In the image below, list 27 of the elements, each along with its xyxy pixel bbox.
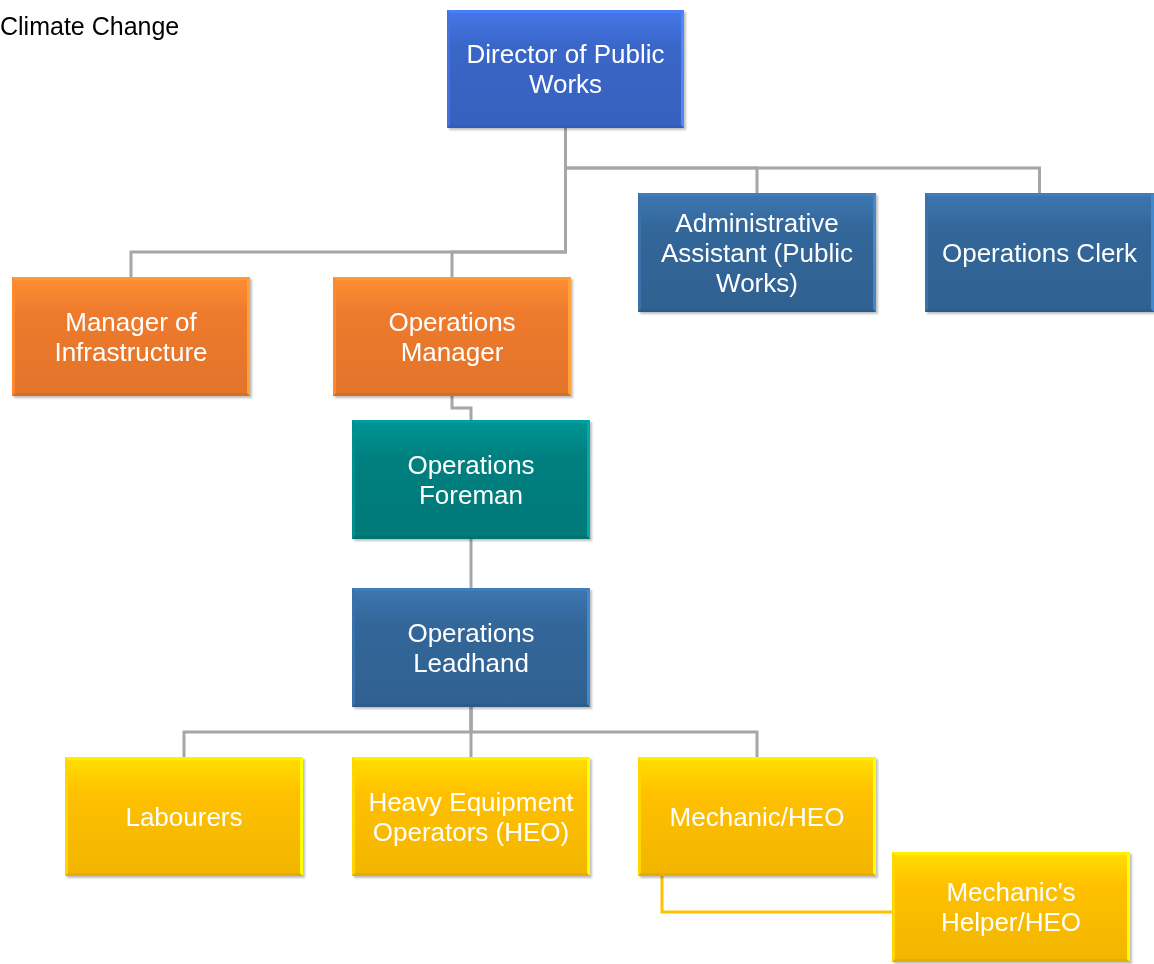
role-box <box>352 588 590 707</box>
role-title: Manager of Infrastructure <box>53 306 209 367</box>
role-title: Operations Clerk <box>941 237 1138 268</box>
connector-line <box>469 707 759 757</box>
connector-line <box>660 876 892 914</box>
role-title: Mechanic/HEO <box>669 801 845 832</box>
role-box <box>12 277 250 396</box>
role-box <box>638 757 876 876</box>
role-box <box>352 757 590 876</box>
role-box <box>65 757 303 876</box>
role-title: Heavy Equipment Operators (HEO) <box>367 786 575 847</box>
role-box <box>447 10 684 128</box>
role-box <box>638 193 876 312</box>
role-title: Mechanic's Helper/HEO <box>939 877 1083 937</box>
connector-line <box>450 396 473 420</box>
heading-text: Climate Change <box>0 12 180 41</box>
role-box <box>333 277 571 396</box>
role-title: Director of Public Works <box>465 39 666 99</box>
role-title: Operations Manager <box>387 306 517 367</box>
role-title: Operations Foreman <box>406 449 536 510</box>
role-box <box>892 852 1130 962</box>
role-box <box>925 193 1154 312</box>
role-title: Operations Leadhand <box>406 617 536 678</box>
role-title: Administrative Assistant (Public Works) <box>659 207 855 298</box>
role-box <box>352 420 590 539</box>
connector-line <box>469 539 473 588</box>
role-title: Labourers <box>125 801 243 832</box>
